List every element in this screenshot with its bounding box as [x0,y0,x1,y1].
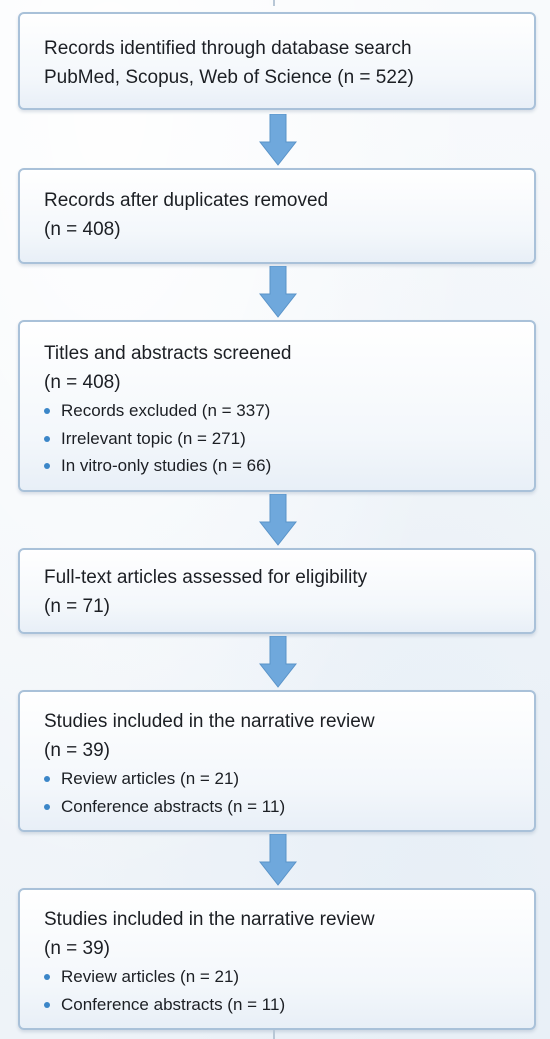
list-item: Irrelevant topic (n = 271) [44,425,510,453]
box-1-heading: Records identified through database sear… [44,38,412,59]
list-item-label: Records excluded (n = 337) [61,401,271,420]
list-item: Review articles (n = 21) [44,963,510,991]
bullet-dot [44,1001,50,1008]
list-item: In vitro-only studies (n = 66) [44,452,510,480]
box-full-text-assessed: Full-text articles assessed for eligibil… [18,548,536,634]
list-item-label: Irrelevant topic (n = 271) [61,428,246,448]
arrow-down-icon [259,834,297,886]
box-duplicates-removed: Records after duplicates removed (n = 40… [18,168,536,264]
bullet-dot [44,463,50,469]
bullet-dot [44,408,50,414]
box-studies-included-repeat: Studies included in the narrative review… [18,888,536,1030]
bullet-dot [44,776,50,782]
box-titles-screened: Titles and abstracts screened (n = 408) … [18,320,536,492]
list-item-label: Conference abstracts (n = 11) [61,994,286,1014]
box-records-identified: Records identified through database sear… [18,12,536,110]
box-2-count: (n = 408) [44,219,121,240]
box-4-heading: Full-text articles assessed for eligibil… [44,567,368,588]
list-item: Conference abstracts (n = 11) [44,793,510,821]
bullet-dot [44,435,50,442]
box-studies-included: Studies included in the narrative review… [18,690,536,832]
top-connector-tick [273,0,275,6]
arrow-down-icon [259,114,297,166]
list-item-label: In vitro-only studies (n = 66) [61,456,272,475]
box-3-bullet-list: Records excluded (n = 337) Irrelevant to… [44,397,510,480]
box-6-bullet-list: Review articles (n = 21) Conference abst… [44,963,510,1018]
box-6-heading: Studies included in the narrative review [44,909,375,930]
list-item: Conference abstracts (n = 11) [44,991,510,1019]
arrow-down-icon [259,266,297,318]
bullet-dot [44,974,50,980]
bullet-dot [44,803,50,810]
arrow-down-icon [259,494,297,546]
box-5-count: (n = 39) [44,740,111,761]
box-3-count: (n = 408) [44,372,121,393]
list-item: Review articles (n = 21) [44,765,510,793]
bottom-connector-tick [273,1030,275,1039]
box-5-heading: Studies included in the narrative review [44,711,375,732]
box-4-count: (n = 71) [44,596,111,617]
box-3-heading: Titles and abstracts screened [44,343,292,364]
list-item: Records excluded (n = 337) [44,397,510,425]
box-6-count: (n = 39) [44,938,111,959]
list-item-label: Review articles (n = 21) [61,967,240,986]
box-5-bullet-list: Review articles (n = 21) Conference abst… [44,765,510,820]
list-item-label: Review articles (n = 21) [61,769,240,788]
list-item-label: Conference abstracts (n = 11) [61,796,286,816]
arrow-down-icon [259,636,297,688]
box-1-detail: PubMed, Scopus, Web of Science (n = 522) [44,67,414,88]
box-2-heading: Records after duplicates removed [44,190,329,211]
